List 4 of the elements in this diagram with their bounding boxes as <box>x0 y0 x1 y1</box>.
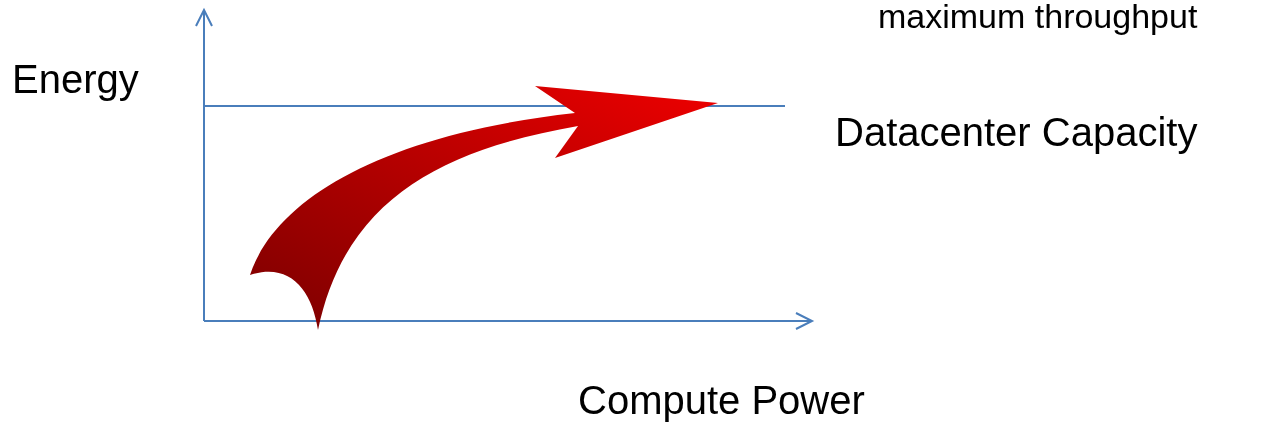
axis-label: Energy <box>12 57 139 101</box>
axis-label: Datacenter Capacity <box>835 110 1198 154</box>
axis-label: maximum throughput <box>878 0 1198 36</box>
axis-label: Compute Power <box>578 378 865 422</box>
